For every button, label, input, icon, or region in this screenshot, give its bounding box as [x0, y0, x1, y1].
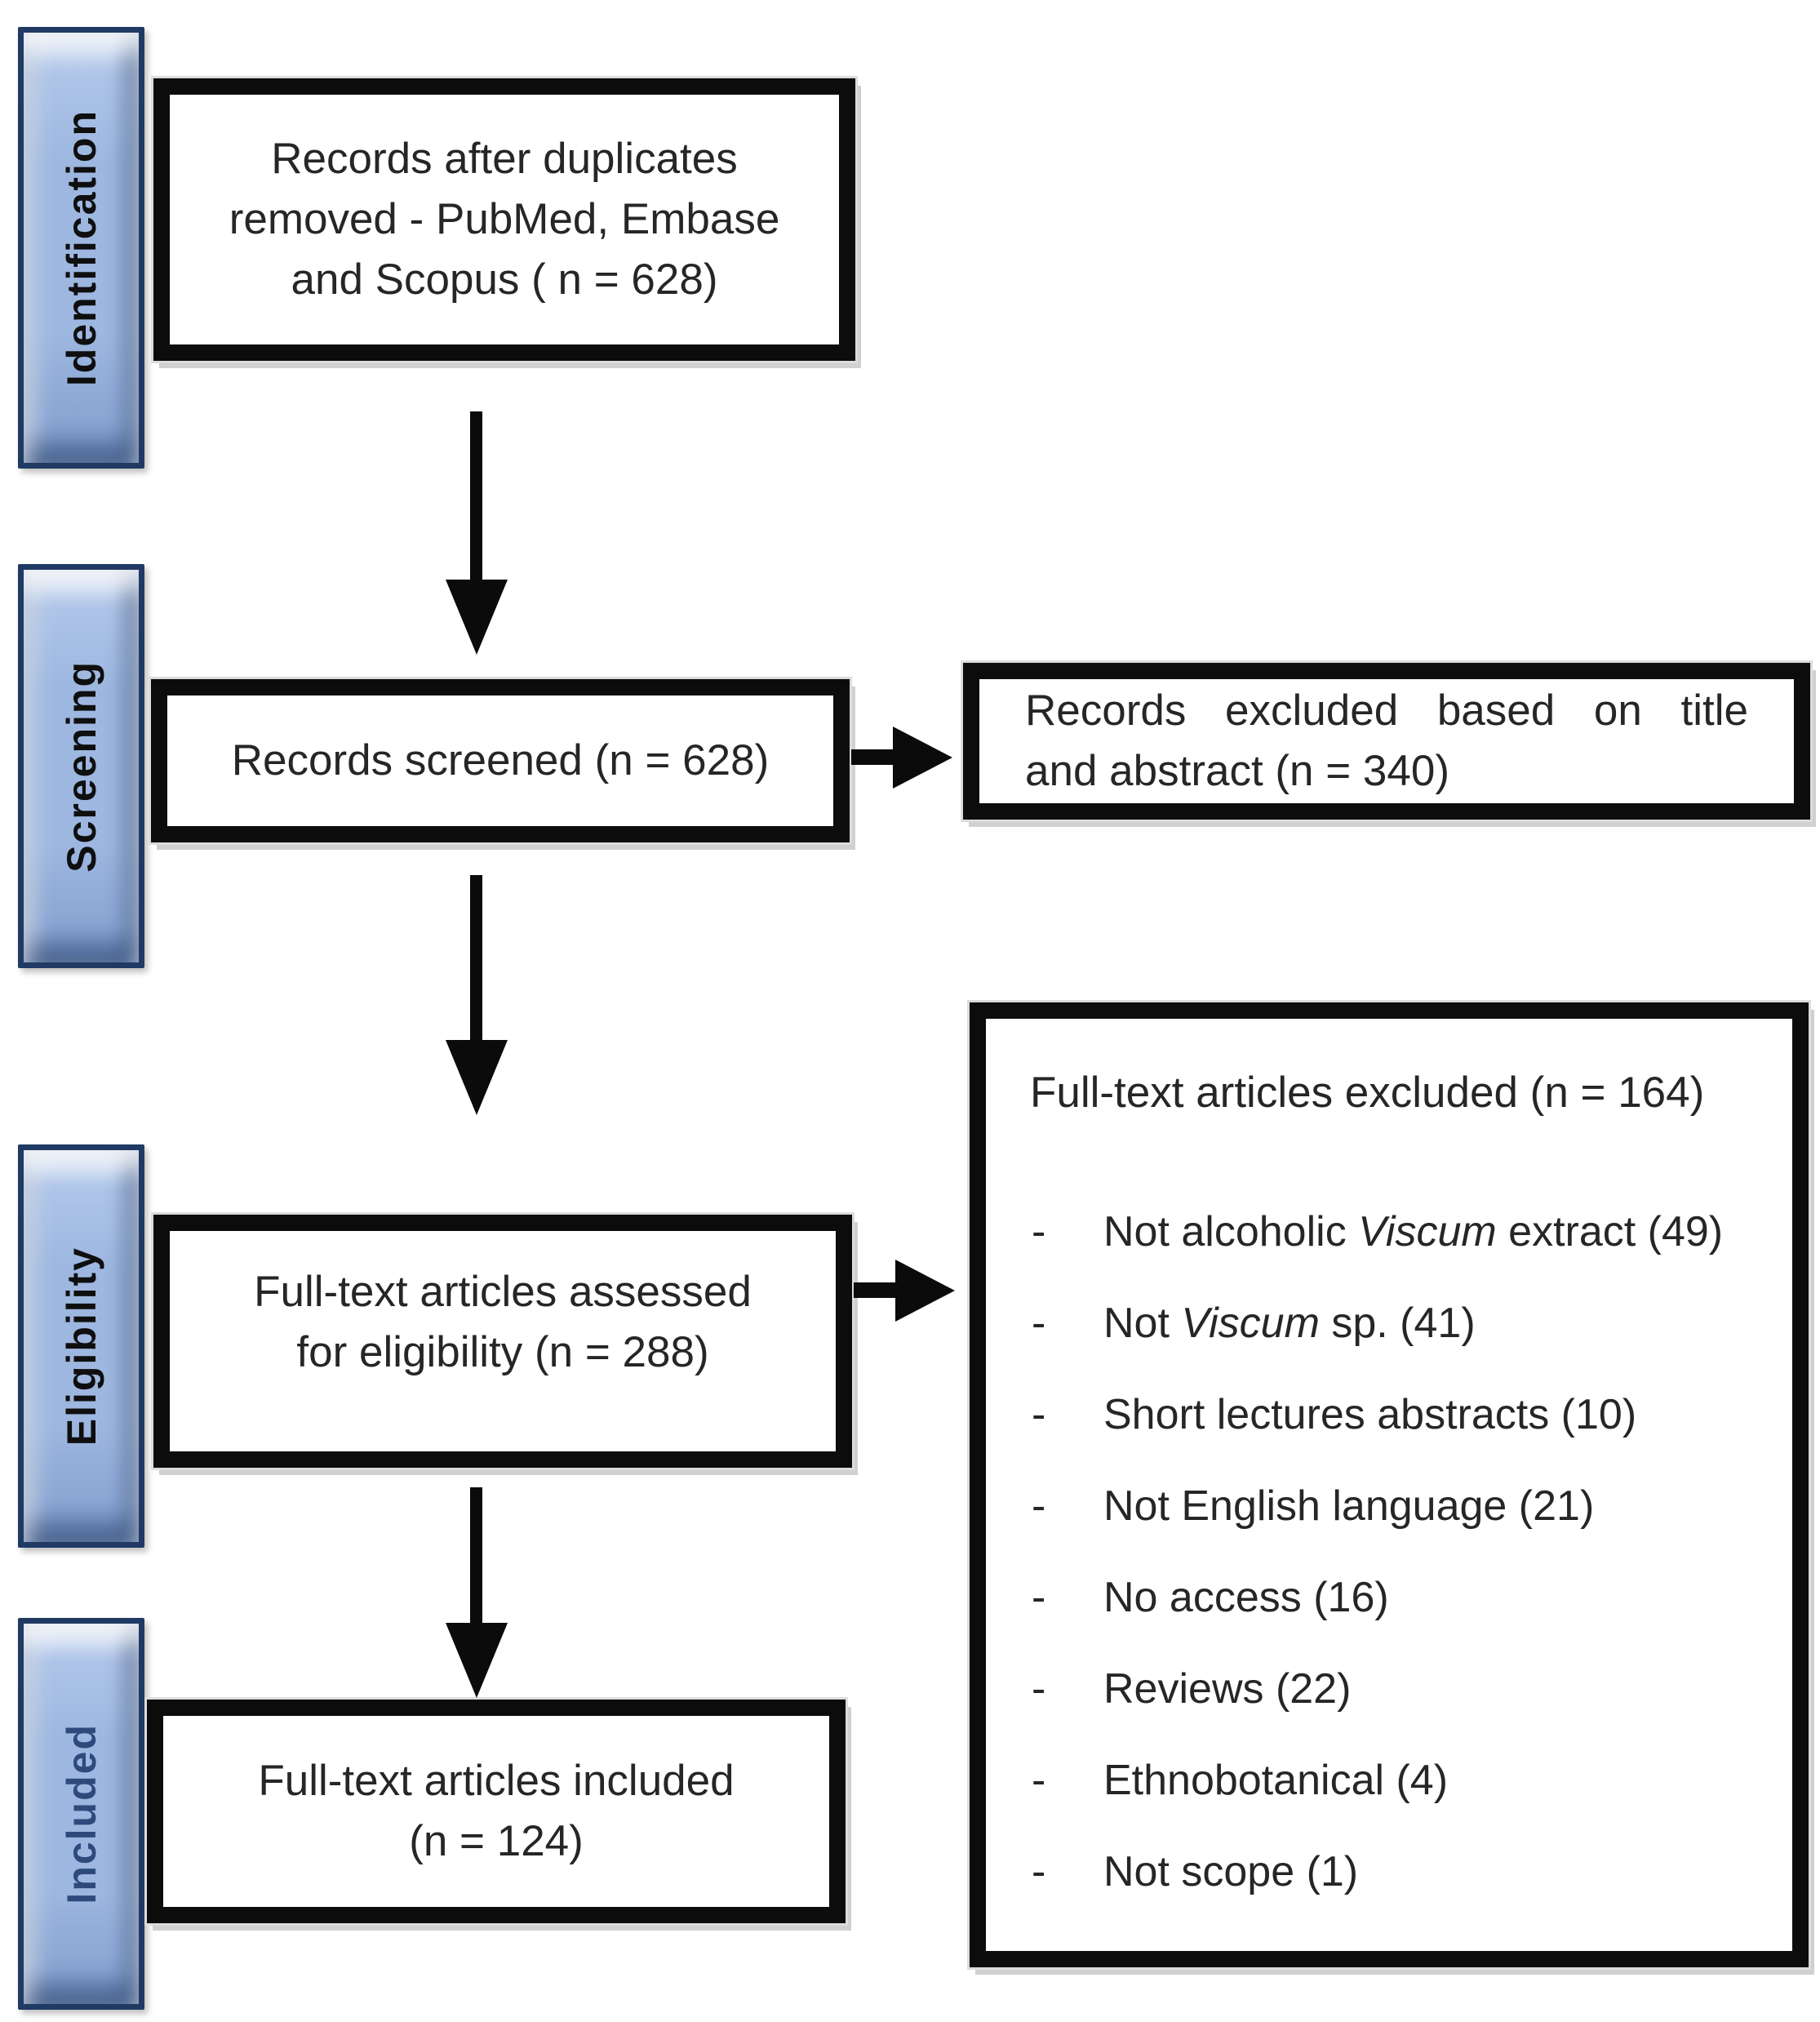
fulltext-assessed-line1: Full-text articles assessed: [254, 1268, 752, 1316]
records-excluded-line2: and abstract (n = 340): [1025, 747, 1450, 795]
flow-box-records-excluded: Records excluded based on title and abst…: [963, 663, 1810, 820]
exclusion-reason-item: - Not Viscum sp. (41): [1027, 1298, 1751, 1349]
bullet-dash-icon: -: [1032, 1665, 1046, 1713]
exclusion-reason-text: Not English language (21): [1103, 1482, 1595, 1530]
exclusion-reason-item: - No access (16): [1027, 1572, 1751, 1623]
exclusion-reason-text: Reviews (22): [1103, 1665, 1352, 1713]
stage-label-identification-text: Identification: [58, 109, 104, 387]
stage-label-eligibility-text: Eligibility: [58, 1246, 104, 1447]
flow-box-fulltext-excluded: Full-text articles excluded (n = 164) - …: [970, 1002, 1809, 1967]
exclusion-reason-item: - Ethnobotanical (4): [1027, 1755, 1751, 1806]
stage-label-screening-text: Screening: [58, 660, 104, 873]
fulltext-excluded-list: - Not alcoholic Viscum extract (49) - No…: [1027, 1207, 1751, 1897]
flow-box-records-screened: Records screened (n = 628): [151, 679, 850, 842]
stage-label-included: Included: [18, 1618, 144, 2010]
exclusion-reason-text: Not Viscum sp. (41): [1103, 1300, 1476, 1347]
exclusion-reason-text: No access (16): [1103, 1574, 1389, 1621]
records-screened-text: Records screened (n = 628): [231, 736, 770, 784]
exclusion-reason-item: - Not English language (21): [1027, 1481, 1751, 1531]
exclusion-reason-item: - Reviews (22): [1027, 1664, 1751, 1714]
bullet-dash-icon: -: [1032, 1848, 1046, 1895]
arrow-right-2-head-icon: [895, 1260, 955, 1322]
exclusion-reason-text: Ethnobotanical (4): [1103, 1757, 1449, 1804]
exclusion-reason-text: Not scope (1): [1103, 1848, 1359, 1895]
fulltext-excluded-title: Full-text articles excluded (n = 164): [1030, 1069, 1705, 1117]
arrow-down-1-shaft: [470, 411, 482, 583]
records-excluded-line1: Records excluded based on title: [1025, 687, 1748, 735]
bullet-dash-icon: -: [1032, 1208, 1046, 1255]
bullet-dash-icon: -: [1032, 1482, 1046, 1530]
bullet-dash-icon: -: [1032, 1757, 1046, 1804]
arrow-down-2-head-icon: [446, 1040, 508, 1115]
bullet-dash-icon: -: [1032, 1391, 1046, 1438]
exclusion-reason-item: - Not scope (1): [1027, 1846, 1751, 1897]
fulltext-included-line2: (n = 124): [409, 1817, 584, 1865]
stage-label-identification: Identification: [18, 27, 144, 469]
records-after-duplicates-line2: removed - PubMed, Embase: [229, 195, 780, 243]
exclusion-reason-text: Short lectures abstracts (10): [1103, 1391, 1637, 1438]
exclusion-reason-item: - Short lectures abstracts (10): [1027, 1389, 1751, 1440]
arrow-down-2-shaft: [470, 875, 482, 1043]
arrow-down-1-head-icon: [446, 580, 508, 655]
stage-label-included-text: Included: [58, 1723, 104, 1904]
exclusion-reason-item: - Not alcoholic Viscum extract (49): [1027, 1207, 1751, 1257]
fulltext-assessed-line2: for eligibility (n = 288): [296, 1328, 709, 1376]
stage-label-screening: Screening: [18, 564, 144, 968]
arrow-right-2-shaft: [854, 1282, 898, 1298]
exclusion-reason-text: Not alcoholic Viscum extract (49): [1103, 1208, 1724, 1255]
arrow-down-3-head-icon: [446, 1623, 508, 1698]
records-after-duplicates-line1: Records after duplicates: [271, 135, 738, 183]
flow-box-fulltext-included: Full-text articles included (n = 124): [147, 1700, 846, 1923]
stage-label-eligibility: Eligibility: [18, 1144, 144, 1548]
fulltext-included-line1: Full-text articles included: [258, 1757, 735, 1805]
bullet-dash-icon: -: [1032, 1300, 1046, 1347]
bullet-dash-icon: -: [1032, 1574, 1046, 1621]
flow-box-fulltext-assessed: Full-text articles assessed for eligibil…: [153, 1215, 852, 1468]
arrow-down-3-shaft: [470, 1487, 482, 1626]
arrow-right-1-shaft: [851, 749, 895, 765]
arrow-right-1-head-icon: [893, 727, 952, 789]
flow-box-records-after-duplicates: Records after duplicates removed - PubMe…: [153, 78, 855, 361]
records-after-duplicates-line3: and Scopus ( n = 628): [291, 256, 718, 304]
